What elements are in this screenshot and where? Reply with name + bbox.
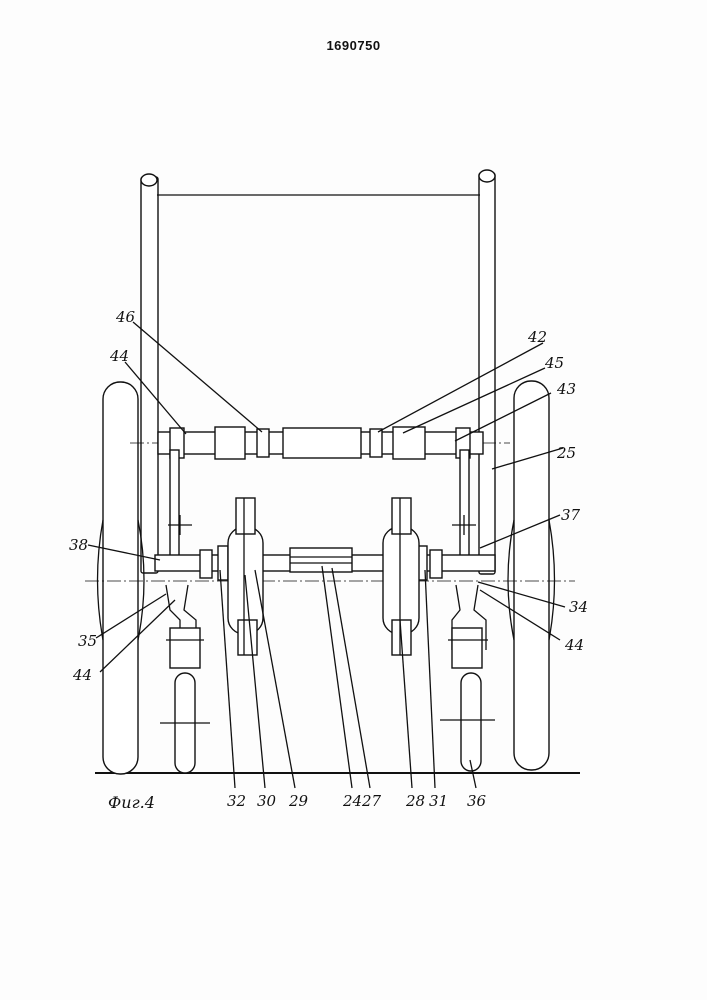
label-27: 27 [361, 792, 382, 810]
label-34: 34 [569, 598, 588, 616]
handle-frame [141, 170, 495, 574]
left-castor [160, 585, 210, 773]
label-30: 30 [257, 792, 277, 810]
right-castor [440, 585, 495, 771]
label-36: 36 [467, 792, 487, 810]
connecting-links [168, 450, 476, 560]
label-35: 35 [78, 632, 97, 650]
label-31: 31 [429, 792, 448, 810]
left-drive-wheel [98, 382, 145, 774]
label-37: 37 [561, 506, 581, 524]
label-32: 32 [227, 792, 246, 810]
label-28: 28 [405, 792, 425, 810]
label-44-left: 44 [72, 666, 92, 684]
label-38: 38 [69, 536, 88, 554]
label-46: 46 [115, 308, 136, 326]
right-drive-wheel [508, 381, 555, 770]
label-42: 42 [527, 328, 547, 346]
label-43: 43 [556, 380, 576, 398]
label-25: 25 [556, 444, 576, 462]
label-44-top: 44 [109, 347, 129, 365]
label-45: 45 [544, 354, 564, 372]
label-24: 24 [342, 792, 362, 810]
figure-caption: Фиг.4 [108, 793, 155, 812]
upper-shaft-assembly [130, 427, 510, 459]
label-29: 29 [288, 792, 309, 810]
label-44-right: 44 [564, 636, 584, 654]
